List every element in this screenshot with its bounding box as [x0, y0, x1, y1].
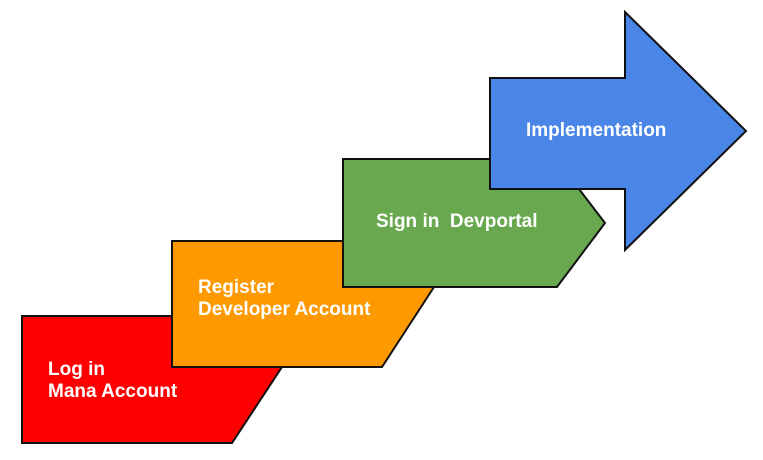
step-3-label-line-1: Sign in Devportal	[376, 211, 538, 232]
step-1-label-line-2: Mana Account	[48, 381, 178, 402]
step-1-label: Log in Mana Account	[48, 359, 178, 402]
step-3-label: Sign in Devportal	[376, 211, 564, 232]
step-2-label-line-2: Developer Account	[198, 299, 371, 320]
step-log-in-mana-account: Log in Mana Account	[21, 315, 284, 444]
step-2-label-line-1: Register	[198, 277, 275, 298]
step-sign-in-devportal: Sign in Devportal	[342, 158, 607, 288]
step-register-developer-account: Register Developer Account	[171, 240, 436, 368]
step-4-label-line-1: Implementation	[526, 120, 666, 141]
step-implementation: Implementation	[489, 9, 748, 253]
step-4-label: Implementation	[526, 120, 666, 141]
step-2-label: Register Developer Account	[198, 277, 371, 320]
step-1-label-line-1: Log in	[48, 359, 105, 380]
step-4-arrow-shape	[489, 9, 748, 253]
